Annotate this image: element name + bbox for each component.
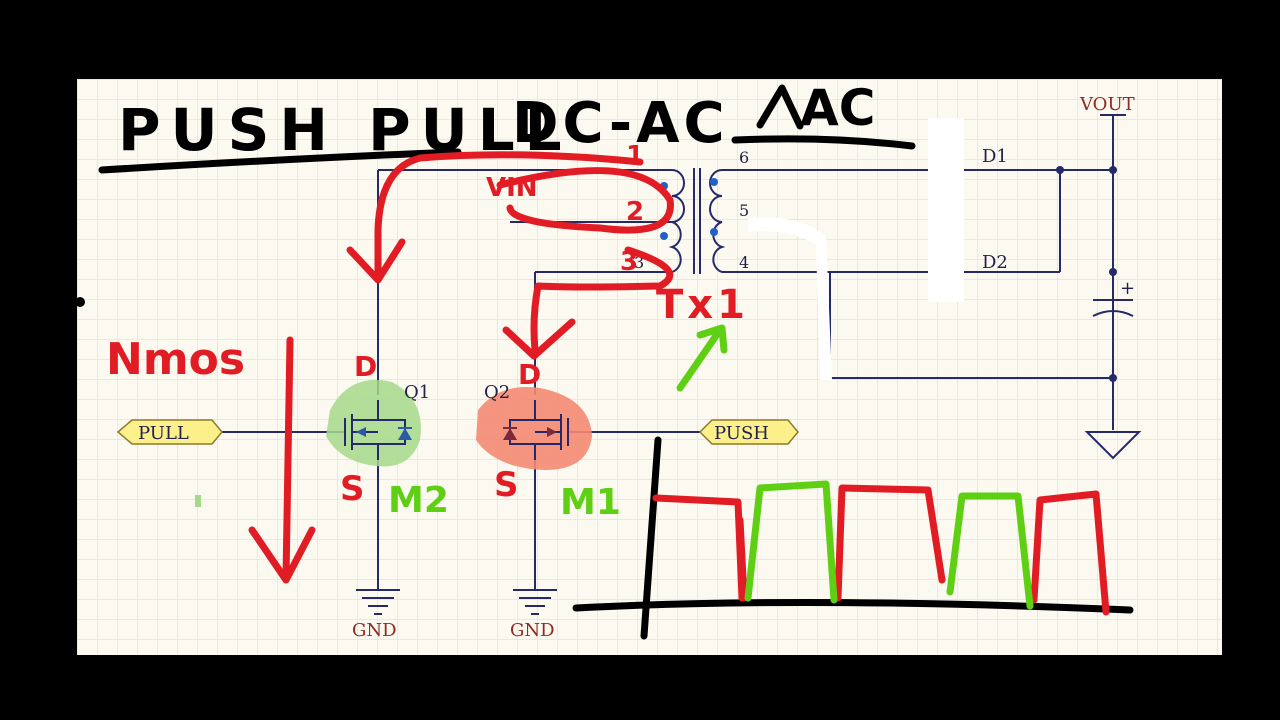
arrow-head-q1: [346, 238, 406, 284]
waveform-x-axis: [572, 598, 1134, 614]
pin-3-annotation: 3: [620, 247, 638, 277]
green-pulse-1: [744, 480, 838, 604]
tx1-pointer-head: [696, 324, 728, 354]
tx1-annotation: Tx1: [656, 282, 749, 328]
title-ac: AC: [800, 79, 875, 137]
title-dc-ac: DC-AC: [512, 91, 729, 156]
cap-plus-label: +: [1120, 278, 1135, 299]
mosfet-q2: Q2: [476, 382, 592, 470]
current-path-q1: [374, 151, 644, 282]
red-pulse-1: [652, 494, 748, 602]
green-pulse-2: [946, 492, 1034, 610]
step-up-arrow: [756, 84, 804, 130]
port-push: PUSH: [698, 419, 799, 445]
pin-2-annotation: 2: [626, 197, 644, 227]
d1-label: D1: [982, 146, 1008, 167]
q1-label: Q1: [404, 382, 430, 403]
d2-label: D2: [982, 252, 1008, 273]
nmos-down-arrow: [282, 336, 294, 582]
red-annotations: VIN 1 2 3 Tx1 Nmos D D S S: [106, 141, 749, 584]
handwritten-title: PUSH PULL DC-AC AC: [98, 79, 916, 174]
title-underline-1: [98, 148, 462, 174]
drain-right-annotation: D: [518, 358, 541, 391]
pin-1-annotation: 1: [626, 141, 644, 171]
m1-annotation: M1: [560, 482, 621, 523]
title-underline-2: [731, 135, 916, 150]
nmos-arrow-head: [248, 526, 316, 584]
vin-annotation: VIN: [486, 173, 538, 203]
mosfet-q1: Q1: [326, 379, 430, 467]
green-annotations: M2 M1: [195, 324, 728, 523]
pin-6-label: 6: [739, 148, 749, 167]
current-path-q2: [530, 246, 674, 354]
port-pull: PULL: [116, 419, 223, 445]
junction-dots: [1056, 166, 1117, 382]
pin-4-label: 4: [739, 253, 749, 272]
source-left-annotation: S: [340, 469, 365, 509]
diode-d2: D2: [982, 252, 1008, 273]
gnd-symbol-right: GND: [510, 589, 557, 641]
stray-dot: [75, 297, 85, 307]
diode-d1: D1: [982, 146, 1008, 167]
red-pulse-3: [1030, 490, 1110, 616]
q2-label: Q2: [484, 382, 510, 403]
drain-left-annotation: D: [354, 350, 377, 383]
erased-area-2: [748, 217, 832, 380]
erased-area: [928, 118, 964, 302]
pull-port-label: PULL: [138, 423, 189, 444]
vout-label: VOUT: [1079, 94, 1135, 115]
tx1-pointer-arrow: [676, 326, 724, 392]
green-mark: [195, 495, 201, 507]
pin-5-label: 5: [739, 201, 749, 220]
transformer-tx1: 6 5 4 3: [634, 148, 749, 274]
red-pulse-2: [834, 484, 946, 602]
pin-3-label: 3: [634, 253, 644, 272]
gnd-label-left: GND: [352, 620, 397, 641]
gnd-symbol-left: GND: [352, 589, 400, 641]
source-right-annotation: S: [494, 465, 519, 505]
gnd-label-right: GND: [510, 620, 555, 641]
nmos-annotation: Nmos: [106, 334, 245, 385]
m2-annotation: M2: [388, 480, 449, 521]
arrow-head-q2: [502, 318, 576, 360]
current-loop-vin: [496, 167, 674, 234]
hand-waveform: [572, 436, 1134, 640]
push-port-label: PUSH: [714, 423, 769, 444]
